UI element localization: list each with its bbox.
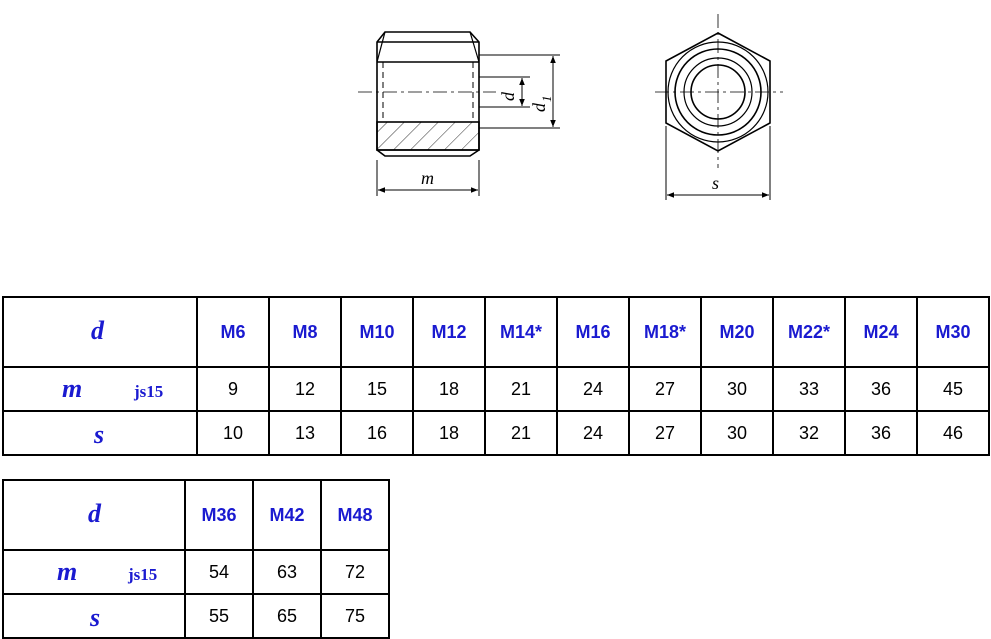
dimension-table-1: d M6 M8 M10 M12 M14* M16 M18* M20 M22* M… bbox=[2, 296, 990, 456]
value-cell: 16 bbox=[340, 410, 414, 456]
symbol-m: m bbox=[57, 557, 78, 586]
value-cell: 55 bbox=[184, 593, 254, 639]
header-cell: M12 bbox=[412, 296, 486, 368]
header-cell: M24 bbox=[844, 296, 918, 368]
value-cell: 27 bbox=[628, 410, 702, 456]
header-cell: M18* bbox=[628, 296, 702, 368]
header-cell: M22* bbox=[772, 296, 846, 368]
top-view bbox=[655, 14, 783, 200]
tolerance-label: js15 bbox=[128, 565, 158, 584]
value-cell: 9 bbox=[196, 366, 270, 412]
value-cell: 24 bbox=[556, 410, 630, 456]
header-cell: M48 bbox=[320, 479, 390, 551]
value-cell: 30 bbox=[700, 410, 774, 456]
header-cell: M16 bbox=[556, 296, 630, 368]
value-cell: 12 bbox=[268, 366, 342, 412]
row-label-d: d bbox=[2, 479, 186, 551]
header-cell: M30 bbox=[916, 296, 990, 368]
technical-drawing: m d d 1 s bbox=[358, 14, 783, 200]
row-label-s: s bbox=[2, 410, 198, 456]
header-cell: M36 bbox=[184, 479, 254, 551]
row-label-m: m js15 bbox=[2, 549, 186, 595]
dimension-table-2: d M36 M42 M48 m js15 54 63 72 s 55 65 75 bbox=[2, 479, 390, 639]
dim-label-m: m bbox=[421, 168, 434, 188]
value-cell: 32 bbox=[772, 410, 846, 456]
value-cell: 63 bbox=[252, 549, 322, 595]
value-cell: 46 bbox=[916, 410, 990, 456]
dim-label-d: d bbox=[498, 91, 518, 101]
dim-label-d1: d 1 bbox=[529, 96, 554, 113]
tolerance-label: js15 bbox=[134, 382, 164, 401]
table-row-s: s 55 65 75 bbox=[2, 593, 390, 639]
table-row-s: s 10 13 16 18 21 24 27 30 32 36 46 bbox=[2, 410, 990, 456]
value-cell: 75 bbox=[320, 593, 390, 639]
value-cell: 45 bbox=[916, 366, 990, 412]
value-cell: 33 bbox=[772, 366, 846, 412]
row-label-s: s bbox=[2, 593, 186, 639]
value-cell: 21 bbox=[484, 410, 558, 456]
table-row-m: m js15 54 63 72 bbox=[2, 549, 390, 595]
symbol-d: d bbox=[91, 316, 104, 345]
value-cell: 27 bbox=[628, 366, 702, 412]
table-row-d: d M36 M42 M48 bbox=[2, 479, 390, 551]
value-cell: 21 bbox=[484, 366, 558, 412]
row-label-d: d bbox=[2, 296, 198, 368]
table-row-d: d M6 M8 M10 M12 M14* M16 M18* M20 M22* M… bbox=[2, 296, 990, 368]
value-cell: 36 bbox=[844, 410, 918, 456]
value-cell: 13 bbox=[268, 410, 342, 456]
header-cell: M20 bbox=[700, 296, 774, 368]
symbol-m: m bbox=[62, 374, 83, 403]
table-row-m: m js15 9 12 15 18 21 24 27 30 33 36 45 bbox=[2, 366, 990, 412]
row-label-m: m js15 bbox=[2, 366, 198, 412]
side-view bbox=[358, 31, 560, 196]
header-cell: M14* bbox=[484, 296, 558, 368]
svg-text:d: d bbox=[529, 102, 549, 112]
value-cell: 10 bbox=[196, 410, 270, 456]
value-cell: 36 bbox=[844, 366, 918, 412]
value-cell: 24 bbox=[556, 366, 630, 412]
value-cell: 72 bbox=[320, 549, 390, 595]
value-cell: 18 bbox=[412, 366, 486, 412]
value-cell: 65 bbox=[252, 593, 322, 639]
dim-label-s: s bbox=[712, 173, 719, 193]
header-cell: M10 bbox=[340, 296, 414, 368]
value-cell: 18 bbox=[412, 410, 486, 456]
value-cell: 15 bbox=[340, 366, 414, 412]
header-cell: M6 bbox=[196, 296, 270, 368]
value-cell: 54 bbox=[184, 549, 254, 595]
symbol-s: s bbox=[90, 603, 101, 632]
symbol-d: d bbox=[88, 499, 101, 528]
value-cell: 30 bbox=[700, 366, 774, 412]
svg-text:1: 1 bbox=[539, 96, 554, 103]
header-cell: M42 bbox=[252, 479, 322, 551]
symbol-s: s bbox=[94, 420, 105, 449]
header-cell: M8 bbox=[268, 296, 342, 368]
